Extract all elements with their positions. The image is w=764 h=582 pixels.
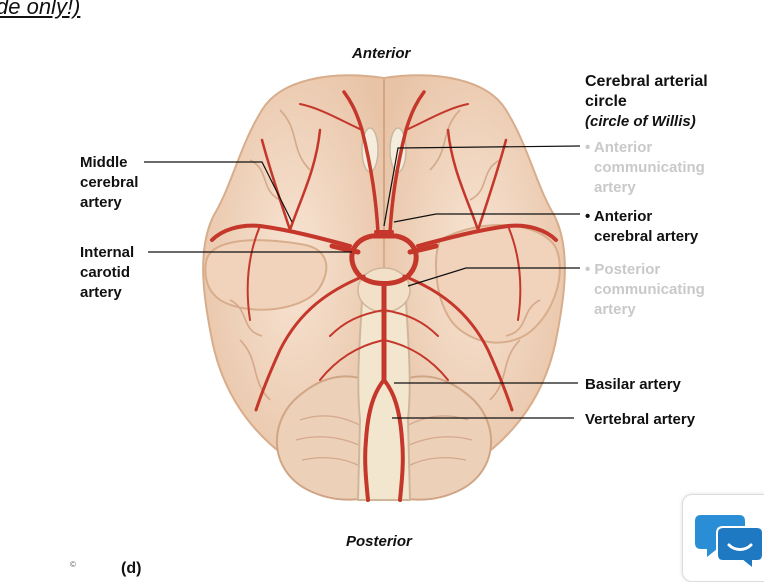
label-middle-cerebral: Middle cerebral artery bbox=[80, 154, 139, 211]
posterior-label: Posterior bbox=[346, 533, 412, 550]
copyright-mark: © bbox=[70, 560, 76, 569]
leader-middle-cerebral bbox=[144, 161, 293, 223]
label-anterior-communicating: • Anterior communicating artery bbox=[585, 139, 705, 196]
leader-anterior-cerebral bbox=[393, 213, 580, 223]
label-vertebral: Vertebral artery bbox=[585, 411, 696, 428]
arteries bbox=[210, 90, 558, 502]
circle-title-line2: circle bbox=[585, 93, 627, 110]
label-posterior-communicating: • Posterior communicating artery bbox=[585, 261, 705, 318]
leader-posterior-communicating bbox=[407, 267, 580, 287]
leader-lines bbox=[144, 145, 581, 419]
chat-widget-button[interactable] bbox=[682, 494, 764, 582]
chat-bubbles-icon bbox=[695, 515, 764, 572]
anterior-label: Anterior bbox=[352, 45, 411, 62]
label-internal-carotid: Internal carotid artery bbox=[80, 244, 135, 301]
label-anterior-cerebral: • Anterior cerebral artery bbox=[585, 208, 699, 245]
panel-label: (d) bbox=[121, 560, 142, 577]
circle-title-line1: Cerebral arterial bbox=[585, 73, 708, 90]
circle-subtitle: (circle of Willis) bbox=[585, 113, 696, 130]
label-basilar: Basilar artery bbox=[585, 376, 681, 393]
leader-anterior-communicating bbox=[383, 145, 581, 227]
header-fragment: de only!) bbox=[0, 0, 81, 19]
